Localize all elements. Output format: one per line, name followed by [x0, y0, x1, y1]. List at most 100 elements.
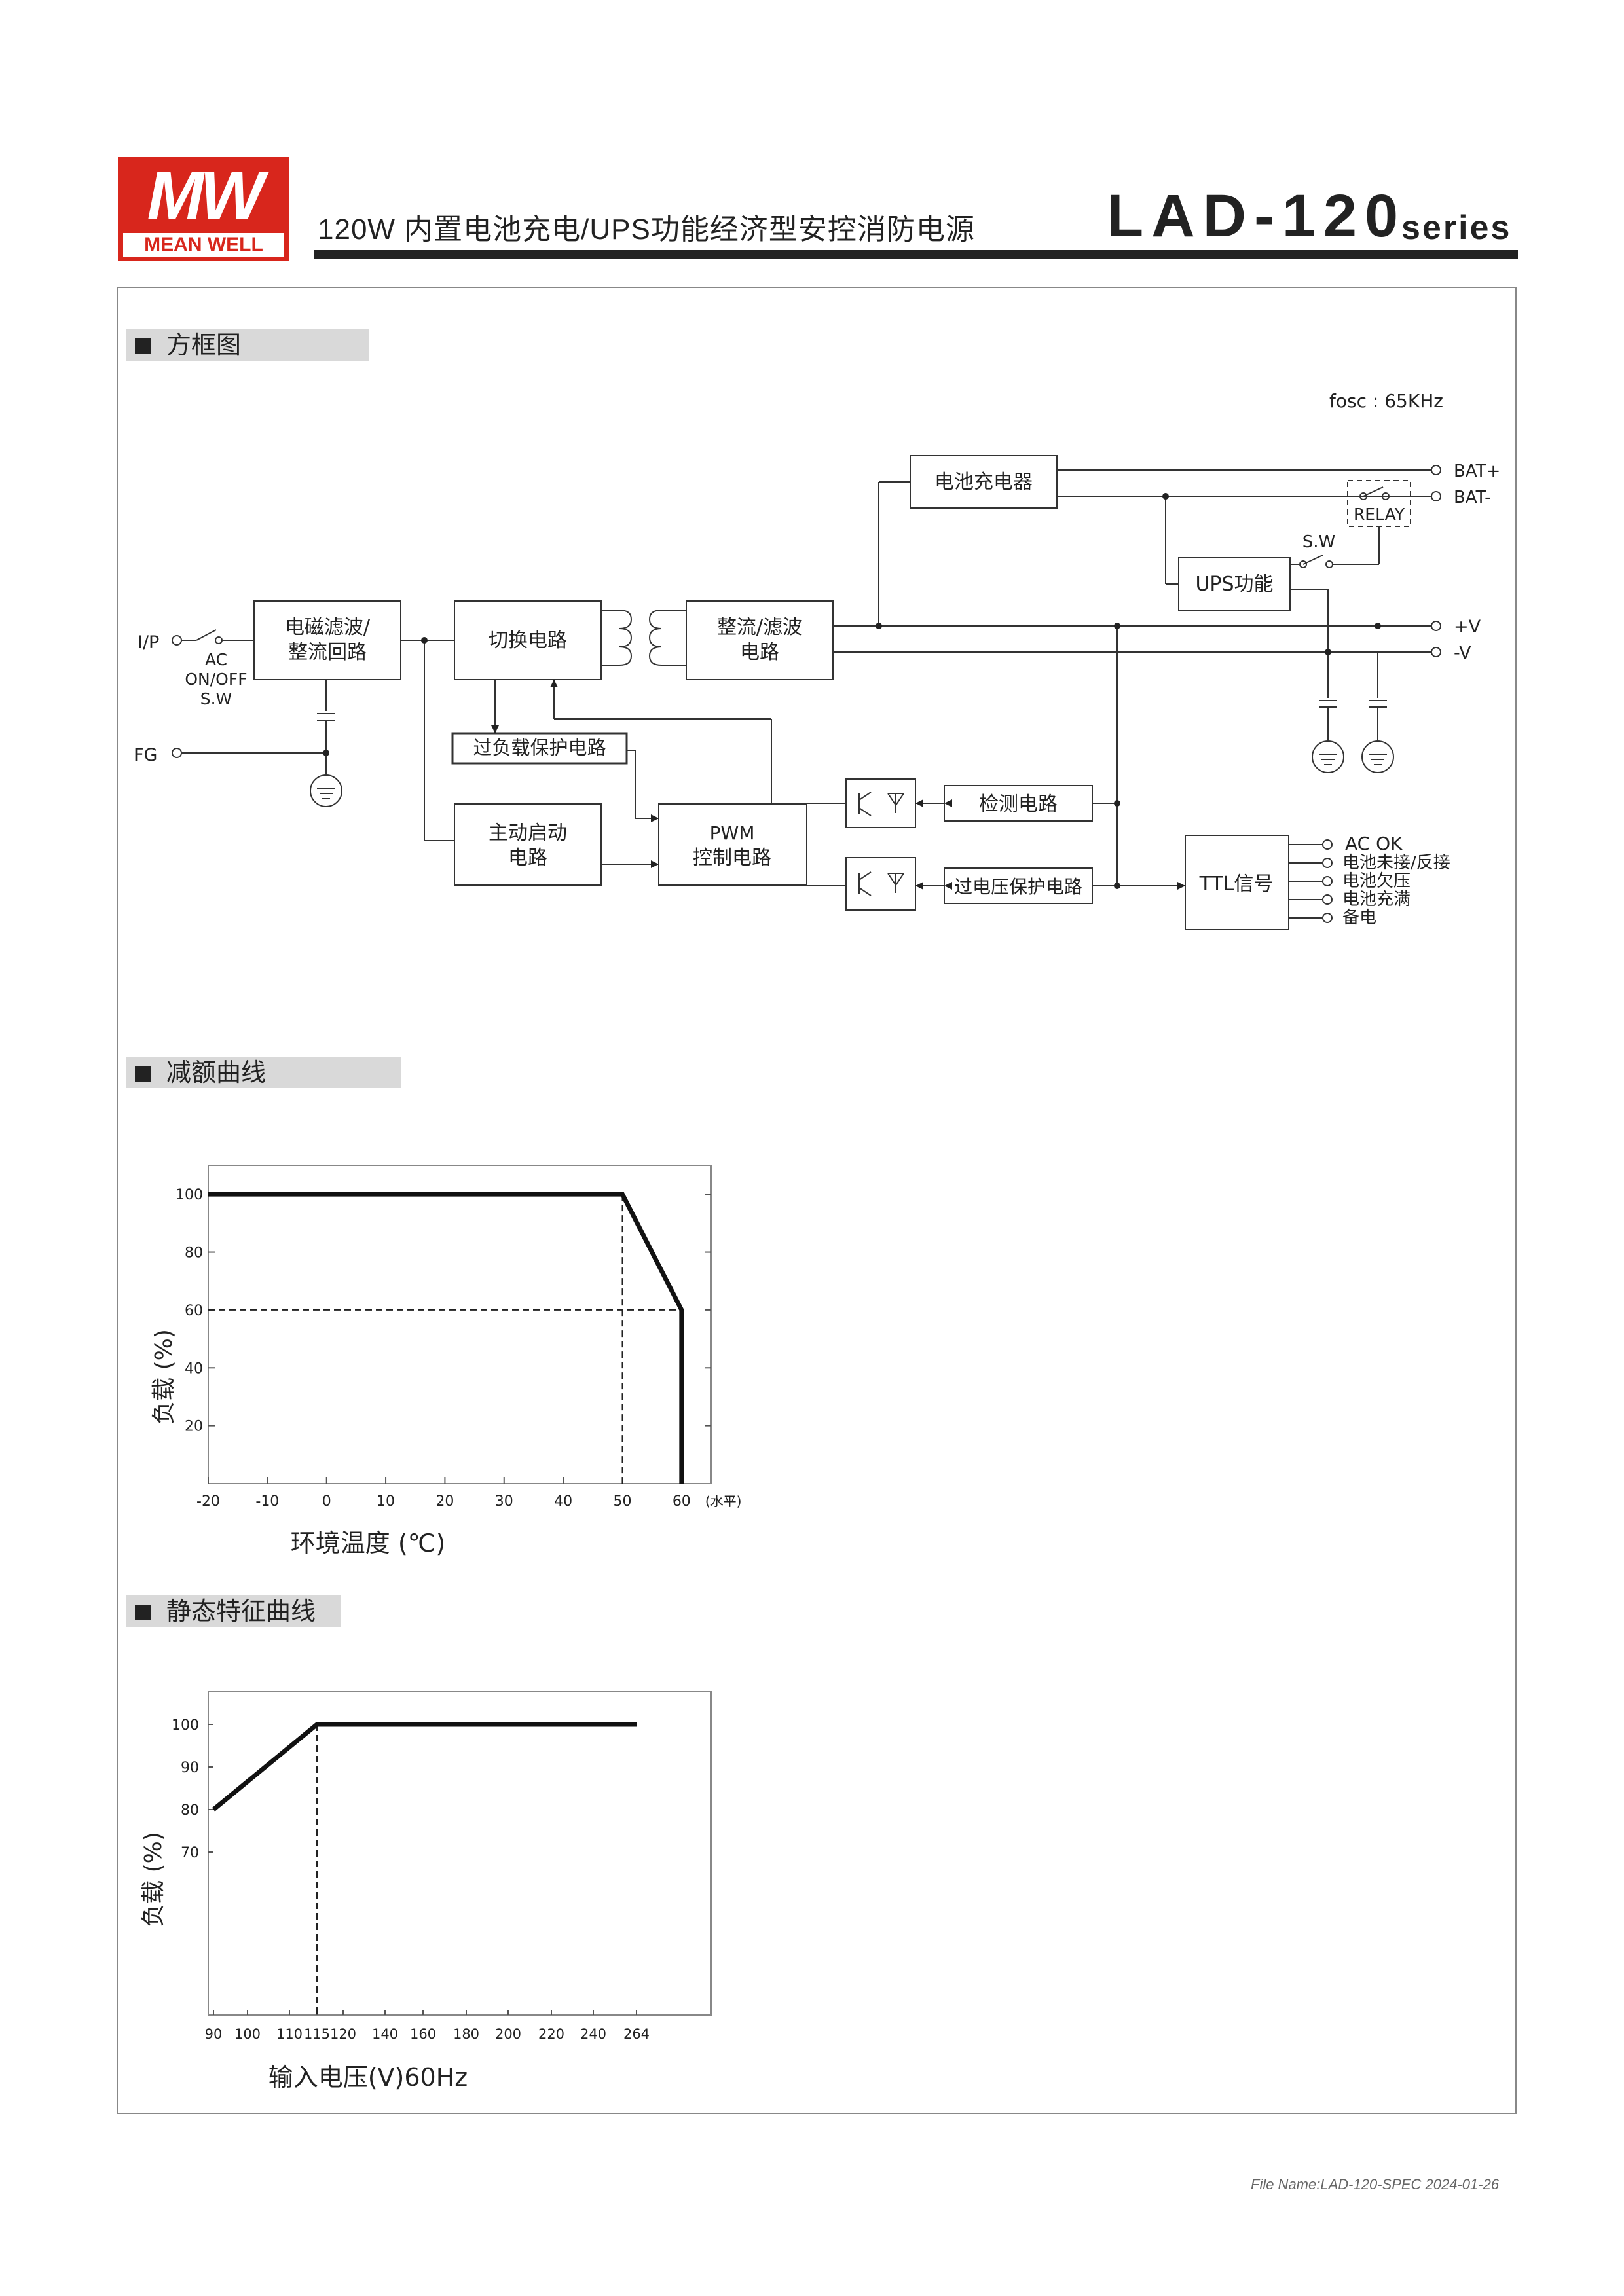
section-title: 减额曲线: [166, 1058, 267, 1087]
x-tick-label: 20: [435, 1493, 454, 1510]
derating-chart: -20 -10 0 10 20 30 40 50 60 (水平) 100 80 60 40 20 环境温度 (…: [151, 1165, 742, 1558]
olp-label: 过负载保护电路: [473, 737, 606, 759]
y-tick-label: 70: [181, 1845, 199, 1861]
static-series-line: [212, 1722, 637, 1812]
x-tick-label: 240: [580, 2026, 606, 2042]
start-circuit-box: [454, 803, 602, 886]
bullet-square-icon: [135, 1605, 151, 1620]
start-label-2: 电路: [508, 847, 547, 869]
start-label-1: 主动启动: [489, 822, 567, 845]
ac-sw-label-1: AC: [205, 650, 227, 669]
rect-label-1: 整流/滤波: [717, 616, 802, 639]
ac-sw-label-2: ON/OFF: [185, 670, 247, 689]
section-block-diagram: 方框图: [126, 329, 369, 361]
emi-filter-box: [253, 600, 401, 680]
charger-label: 电池充电器: [934, 471, 1033, 494]
opto-coupler-2: [845, 857, 916, 911]
y-tick-label: 80: [181, 1802, 199, 1819]
x-tick-label: 10: [377, 1493, 395, 1510]
logo-text: MEAN WELL: [123, 233, 284, 257]
olp-box: [451, 732, 628, 765]
pwm-label-2: 控制电路: [693, 847, 771, 869]
relay-label: RELAY: [1354, 505, 1405, 524]
x-axis-label: 环境温度 (℃): [291, 1529, 445, 1558]
y-axis-label: 负载 (%): [140, 1832, 167, 1927]
x-tick-label: 0: [322, 1493, 331, 1510]
y-axis-label: 负载 (%): [151, 1329, 177, 1425]
section-static: 静态特征曲线: [126, 1595, 341, 1627]
x-tick-label: 110: [276, 2026, 303, 2042]
block-diagram: fosc : 65KHz 电磁滤波/ 整流回路 切换电路 整流/滤波 电路 电池…: [134, 390, 1500, 930]
section-derating: 减额曲线: [126, 1057, 401, 1088]
content-frame: [117, 287, 1517, 2114]
fosc-label: fosc : 65KHz: [1329, 390, 1443, 412]
mean-well-logo: MW MEAN WELL: [118, 157, 289, 261]
section-title: 方框图: [166, 331, 242, 359]
x-tick-label: 140: [372, 2026, 398, 2042]
ttl-output-battery-missing: 电池未接/反接: [1342, 853, 1450, 873]
header-divider: [314, 250, 1518, 259]
logo-mark: MW: [147, 158, 265, 234]
derating-series-line: [208, 1192, 684, 1484]
ovp-label: 过电压保护电路: [954, 876, 1082, 898]
bat-neg-label: BAT-: [1454, 488, 1490, 507]
section-title: 静态特征曲线: [166, 1597, 316, 1626]
x-tick-label: -20: [196, 1493, 220, 1510]
x-tick-label: 60: [673, 1493, 691, 1510]
ttl-label: TTL信号: [1199, 873, 1274, 896]
x-tick-label: 180: [453, 2026, 479, 2042]
x-tick-label: 115: [304, 2026, 330, 2042]
x-axis-label: 输入电压(V)60Hz: [268, 2063, 468, 2092]
file-name-footer: File Name:LAD-120-SPEC 2024-01-26: [1251, 2176, 1500, 2193]
y-tick-label: 60: [185, 1303, 203, 1319]
x-tick-label: 120: [330, 2026, 356, 2042]
emi-label-1: 电磁滤波/: [285, 616, 371, 639]
bullet-square-icon: [135, 1066, 151, 1082]
x-tick-label: 90: [205, 2026, 223, 2042]
plot-frame: [208, 1691, 712, 2016]
ttl-output-ac-ok: AC OK: [1345, 833, 1403, 854]
x-tick-label: 220: [538, 2026, 564, 2042]
x-tick-label: 30: [495, 1493, 513, 1510]
model-number: LAD-120: [1107, 183, 1407, 249]
ups-label: UPS功能: [1195, 573, 1273, 596]
opto-coupler-1: [845, 778, 916, 828]
emi-label-2: 整流回路: [288, 641, 367, 664]
ttl-output-battery-low: 电池欠压: [1342, 871, 1411, 891]
x-tick-label: 50: [613, 1493, 631, 1510]
ttl-box: [1185, 835, 1289, 930]
product-subtitle: 120W 内置电池充电/UPS功能经济型安控消防电源: [318, 213, 975, 246]
detect-label: 检测电路: [979, 793, 1058, 816]
y-tick-label: 90: [181, 1760, 199, 1776]
fg-label: FG: [134, 745, 157, 765]
x-tick-label: -10: [255, 1493, 279, 1510]
plot-frame: [208, 1165, 712, 1484]
rect-label-2: 电路: [740, 641, 779, 664]
ttl-output-backup: 备电: [1342, 908, 1376, 928]
y-tick-label: 40: [185, 1360, 203, 1377]
ac-sw-label-3: S.W: [200, 689, 232, 708]
x-tick-label: 100: [234, 2026, 261, 2042]
ttl-output-battery-full: 电池充满: [1342, 890, 1411, 909]
y-tick-label: 100: [172, 1717, 199, 1734]
x-tick-label: 40: [554, 1493, 572, 1510]
x-tick-label: 264: [623, 2026, 650, 2042]
y-tick-label: 100: [175, 1187, 203, 1203]
series-label: series: [1401, 209, 1512, 247]
v-pos-label: +V: [1454, 617, 1481, 637]
x-tick-label: 200: [495, 2026, 521, 2042]
pwm-label-1: PWM: [710, 822, 755, 844]
x-axis-suffix: (水平): [705, 1493, 742, 1509]
y-tick-label: 80: [185, 1245, 203, 1262]
bullet-square-icon: [135, 338, 151, 354]
ip-label: I/P: [138, 632, 159, 653]
switch-label: 切换电路: [489, 629, 567, 652]
v-neg-label: -V: [1454, 643, 1471, 663]
bat-pos-label: BAT+: [1454, 462, 1500, 481]
y-tick-label: 20: [185, 1419, 203, 1435]
sw-label: S.W: [1302, 532, 1335, 552]
rectifier-box: [686, 600, 834, 680]
x-tick-label: 160: [410, 2026, 436, 2042]
pwm-box: [658, 803, 807, 886]
